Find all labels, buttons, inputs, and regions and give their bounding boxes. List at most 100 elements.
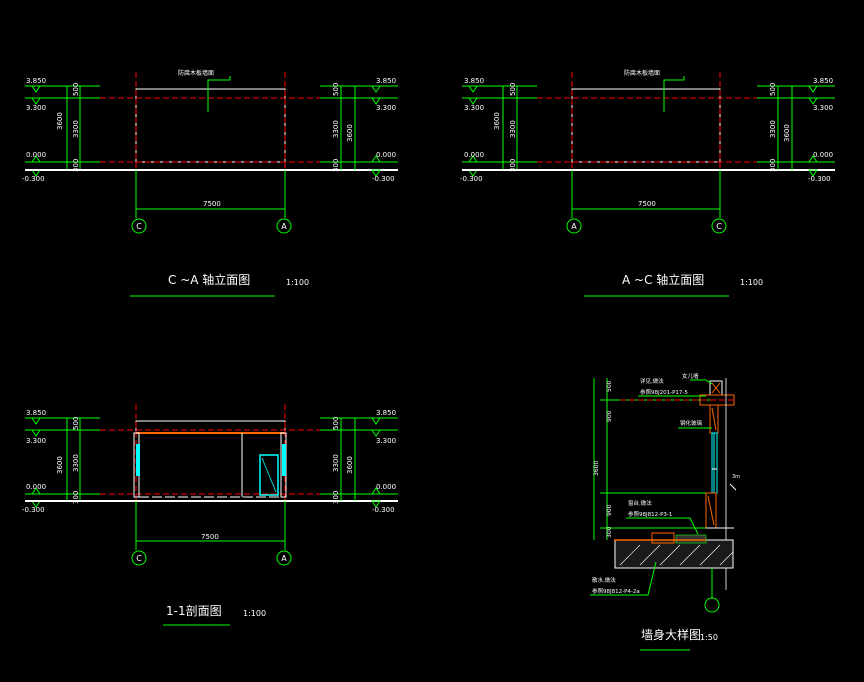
- roof-note: 详见,做法: [640, 377, 664, 385]
- level-label: -0.300: [22, 506, 45, 514]
- top-note: 女儿墙: [682, 372, 699, 380]
- dim-label: 500: [606, 380, 613, 392]
- level-label: -0.300: [460, 175, 483, 183]
- dim-label: 300: [72, 491, 80, 504]
- dim-label: 3600: [346, 124, 354, 142]
- callout-leader: [207, 76, 231, 112]
- axis-bubble-label: A: [281, 222, 287, 231]
- level-label: 0.000: [376, 151, 396, 159]
- level-label: 3.300: [376, 437, 396, 445]
- dim-label: 500: [332, 417, 340, 430]
- axis-bubble: [566, 218, 582, 234]
- dim-label: 500: [72, 83, 80, 96]
- vertical-dims-right: 500 3300 300 3600 3.850 3.300 0.000 -0.3…: [320, 77, 398, 183]
- view-scale: 1:100: [286, 278, 309, 287]
- level-label: -0.300: [372, 175, 395, 183]
- view-title: C ~A 轴立面图: [168, 272, 250, 287]
- view-scale: 1:100: [740, 278, 763, 287]
- axis-bubble: [276, 550, 292, 566]
- level-label: 3.850: [26, 409, 46, 417]
- sill: [651, 532, 675, 544]
- axis-bubble: [276, 218, 292, 234]
- callout-text: 防腐木板墙面: [624, 69, 660, 77]
- level-label: 3.850: [376, 409, 396, 417]
- building-outline: [135, 88, 286, 163]
- dim-label: 300: [509, 159, 517, 172]
- level-label: 3.850: [376, 77, 396, 85]
- axis-bubble: [131, 218, 147, 234]
- glass-right: [282, 444, 286, 476]
- axis-bubble-label: C: [136, 554, 142, 563]
- dim-label: 3600: [56, 112, 64, 130]
- sill-ref: 参照98J812-P3-1: [628, 510, 672, 518]
- dim-label: 300: [332, 159, 340, 172]
- door: [259, 454, 279, 496]
- span-label: 7500: [638, 200, 656, 208]
- dim-label: 300: [606, 526, 613, 538]
- level-label: 3.300: [26, 437, 46, 445]
- glass-left: [136, 444, 140, 476]
- span-label: 7500: [203, 200, 221, 208]
- dim-label: 500: [72, 417, 80, 430]
- dim-label: 3600: [56, 456, 64, 474]
- dim-label: 3300: [509, 120, 517, 138]
- dim-label: 3600: [593, 461, 600, 476]
- dim-label: 300: [332, 491, 340, 504]
- elevation-a-c: 3.850 3.300 0.000 -0.300 3600 500 3300 3…: [460, 69, 835, 297]
- sill-note: 窗台,做法: [628, 499, 652, 507]
- level-label: 0.000: [26, 151, 46, 159]
- level-label: 3.300: [813, 104, 833, 112]
- dim-label: 3600: [493, 112, 501, 130]
- axis-bubble: [131, 550, 147, 566]
- view-title: A ~C 轴立面图: [622, 272, 704, 287]
- callout-leader: [663, 76, 685, 112]
- level-label: -0.300: [22, 175, 45, 183]
- view-scale: 1:50: [700, 633, 718, 642]
- level-label: 3.850: [464, 77, 484, 85]
- axis-bubble: [704, 597, 720, 613]
- dim-label: 900: [606, 504, 613, 516]
- vertical-dims-left: 3600 500 3300 300: [56, 83, 81, 172]
- dim-label: 500: [332, 83, 340, 96]
- dim-label: 300: [72, 159, 80, 172]
- level-label: -0.300: [808, 175, 831, 183]
- axis-bubble-label: C: [716, 222, 722, 231]
- level-label: 0.000: [813, 151, 833, 159]
- building-outline: [571, 88, 721, 163]
- level-label: 3.300: [26, 104, 46, 112]
- elevation-c-a: 3.850 3.300 0.000 -0.300 3600 500 3300 3…: [22, 69, 398, 297]
- dim-label: 3300: [332, 120, 340, 138]
- level-label: -0.300: [372, 506, 395, 514]
- axis-bubble-label: A: [281, 554, 287, 563]
- axis-bubble: [711, 218, 727, 234]
- dim-label: 3300: [769, 120, 777, 138]
- dim-label: 500: [769, 83, 777, 96]
- level-label: 0.000: [26, 483, 46, 491]
- height-note: 3m: [732, 474, 740, 480]
- level-label: 3.850: [26, 77, 46, 85]
- dim-label: 500: [509, 83, 517, 96]
- dim-label: 3300: [332, 454, 340, 472]
- span-label: 7500: [201, 533, 219, 541]
- base-ref: 参照98J812-P4-2a: [592, 587, 640, 595]
- axis-bubble-label: C: [136, 222, 142, 231]
- callout-text: 防腐木板墙面: [178, 69, 214, 77]
- glass-note: 钢化玻璃: [680, 419, 703, 427]
- dim-label: 3300: [72, 454, 80, 472]
- level-label: 3.850: [813, 77, 833, 85]
- roof-ref: 参照98J201-P17-5: [640, 388, 688, 396]
- section-1-1: 3.850 3.300 0.000 -0.300 3600 500 3300 3…: [22, 404, 398, 626]
- gravel-bed: [675, 534, 707, 544]
- view-title: 墙身大样图: [641, 627, 701, 642]
- dim-label: 3300: [72, 120, 80, 138]
- dim-label: 300: [769, 159, 777, 172]
- dim-label: 3600: [783, 124, 791, 142]
- level-label: 0.000: [376, 483, 396, 491]
- dim-label: 3600: [346, 456, 354, 474]
- base-note: 散水,做法: [592, 576, 616, 584]
- view-scale: 1:100: [243, 609, 266, 618]
- roof-slab: [135, 420, 286, 434]
- wall-detail: 500 900 3600 900 300 3m 女儿墙: [590, 372, 740, 651]
- axis-bubble-label: A: [571, 222, 577, 231]
